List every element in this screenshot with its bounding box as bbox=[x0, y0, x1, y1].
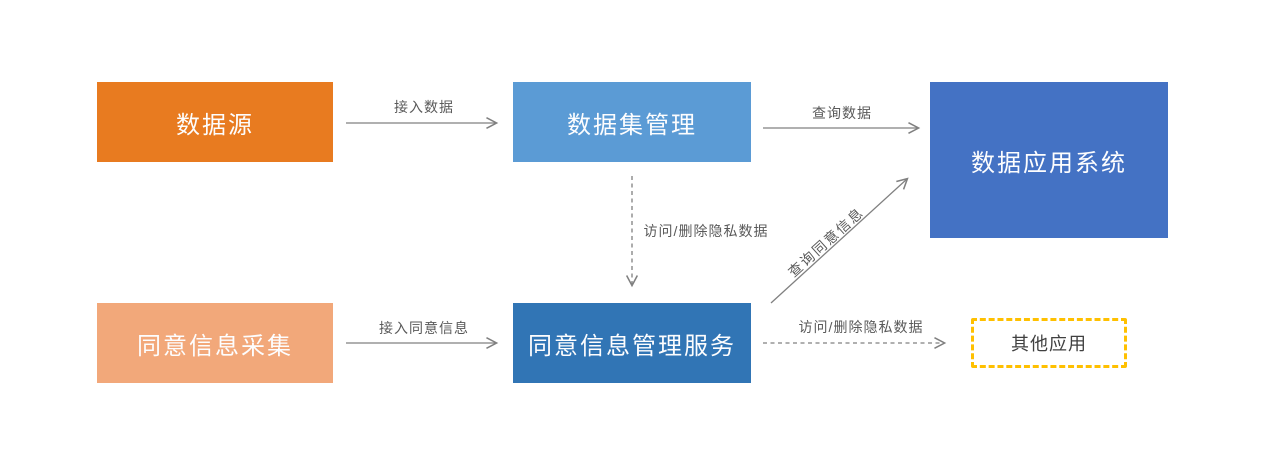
edge-query-consent-info bbox=[770, 177, 909, 304]
node-consent-management-service-label: 同意信息管理服务 bbox=[528, 332, 736, 360]
node-consent-collection: 同意信息采集 bbox=[97, 303, 333, 383]
node-dataset-management: 数据集管理 bbox=[513, 82, 751, 162]
edge-label-access-consent-info: 接入同意信息 bbox=[379, 320, 469, 336]
node-consent-management-service: 同意信息管理服务 bbox=[513, 303, 751, 383]
node-other-applications-label: 其他应用 bbox=[1011, 334, 1087, 354]
node-consent-collection-label: 同意信息采集 bbox=[137, 332, 293, 360]
node-data-application-system-label: 数据应用系统 bbox=[971, 149, 1127, 177]
node-data-source-label: 数据源 bbox=[176, 111, 254, 139]
node-dataset-management-label: 数据集管理 bbox=[567, 111, 697, 139]
node-data-application-system: 数据应用系统 bbox=[930, 82, 1168, 238]
node-data-source: 数据源 bbox=[97, 82, 333, 162]
edge-label-query-data: 查询数据 bbox=[812, 105, 872, 121]
edge-label-access-delete-private-data-external: 访问/删除隐私数据 bbox=[798, 319, 924, 335]
edge-label-access-data: 接入数据 bbox=[394, 99, 454, 115]
node-other-applications: 其他应用 bbox=[971, 318, 1127, 368]
edge-label-access-delete-private-data-internal: 访问/删除隐私数据 bbox=[643, 223, 769, 239]
